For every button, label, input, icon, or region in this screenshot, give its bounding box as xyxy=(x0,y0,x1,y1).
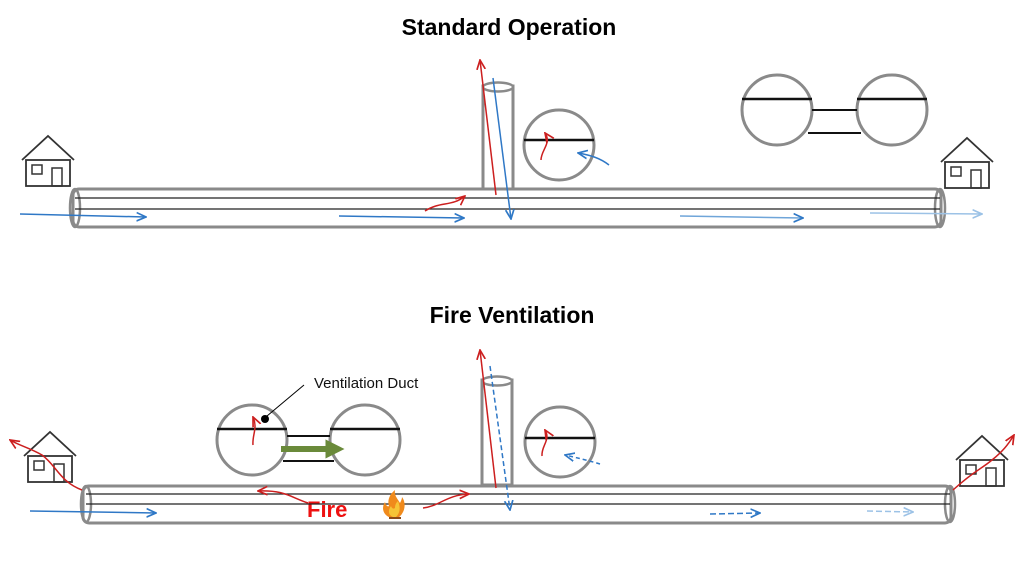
fresh-air-arrow xyxy=(19,214,146,217)
ventilation-duct-marker xyxy=(261,415,269,423)
exhaust-arrow xyxy=(540,133,547,161)
fresh-air-arrow xyxy=(866,511,913,512)
tunnel-cross-section-fire xyxy=(523,405,601,479)
ventilation-shaft-standard xyxy=(481,81,515,191)
exhaust-arrow xyxy=(480,350,497,489)
exhaust-arrow xyxy=(480,60,497,196)
exhaust-arrow xyxy=(424,196,465,212)
house-icon xyxy=(940,136,994,189)
exhaust-arrow xyxy=(258,491,309,504)
fire-icon xyxy=(383,490,405,519)
panel-title-standard: Standard Operation xyxy=(401,14,617,40)
house-icon xyxy=(21,134,75,187)
fresh-air-arrow xyxy=(338,216,464,218)
exhaust-arrow xyxy=(952,435,1014,491)
fresh-air-arrow xyxy=(679,216,803,218)
house-icon xyxy=(23,430,77,483)
twin-tube-cross-section-fire xyxy=(215,384,402,477)
tunnel-tube-fire xyxy=(79,484,957,525)
fire-label: Fire xyxy=(307,497,348,522)
fresh-air-arrow xyxy=(492,77,511,219)
panel-title-fire: Fire Ventilation xyxy=(429,302,595,328)
fresh-air-arrow xyxy=(29,511,156,513)
exhaust-arrow xyxy=(253,417,255,446)
ventilation-duct-leader xyxy=(266,384,305,417)
exhaust-arrow xyxy=(422,494,469,509)
twin-tube-cross-section-standard xyxy=(740,73,929,147)
fresh-air-arrow xyxy=(709,513,760,514)
ventilation-duct-label: Ventilation Duct xyxy=(314,375,419,392)
fresh-air-arrow xyxy=(869,213,982,214)
house-icon xyxy=(955,434,1009,487)
exhaust-arrow xyxy=(10,440,83,491)
exhaust-arrow xyxy=(541,430,547,457)
ventilation-shaft-fire xyxy=(480,375,514,487)
fresh-air-arrow xyxy=(578,153,610,166)
tunnel-cross-section-standard xyxy=(522,108,610,182)
fresh-air-arrow xyxy=(565,455,601,465)
fresh-air-arrow xyxy=(489,365,510,510)
